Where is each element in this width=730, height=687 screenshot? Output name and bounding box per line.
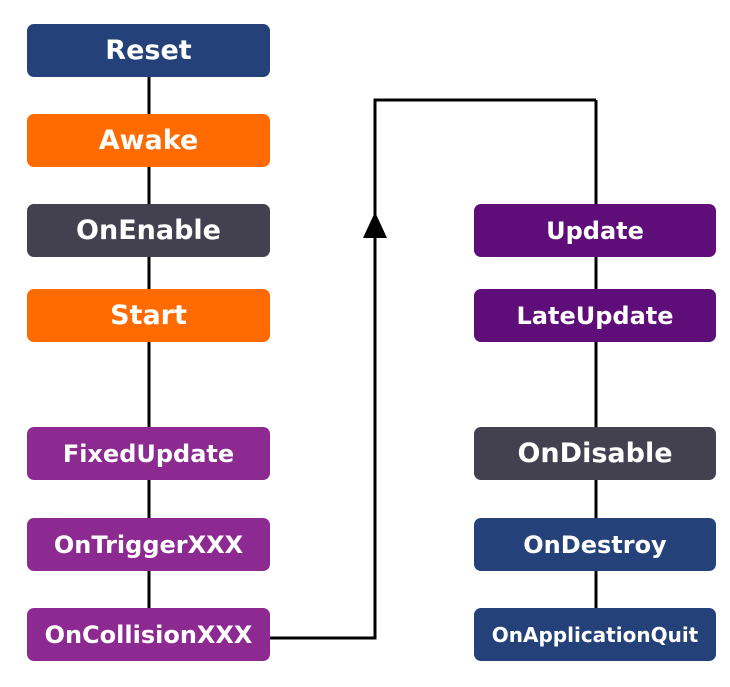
reset-node: Reset [27,24,270,77]
on-enable-node: OnEnable [27,204,270,257]
late-update-label: LateUpdate [516,301,674,330]
late-update-node: LateUpdate [474,289,716,342]
on-destroy-label: OnDestroy [523,530,667,559]
on-application-quit-node: OnApplicationQuit [474,608,716,661]
start-node: Start [27,289,270,342]
on-disable-node: OnDisable [474,427,716,480]
start-label: Start [110,300,187,331]
arrow-up-icon [363,212,387,238]
on-enable-label: OnEnable [76,215,221,246]
awake-node: Awake [27,114,270,167]
on-trigger-node: OnTriggerXXX [27,518,270,571]
on-trigger-label: OnTriggerXXX [53,530,244,559]
on-destroy-node: OnDestroy [474,518,716,571]
loop-connector [270,98,596,640]
on-application-quit-label: OnApplicationQuit [491,622,699,647]
on-collision-node: OnCollisionXXX [27,608,270,661]
update-node: Update [474,204,716,257]
reset-label: Reset [105,35,192,66]
fixed-update-node: FixedUpdate [27,427,270,480]
awake-label: Awake [98,125,199,156]
update-label: Update [546,216,644,245]
fixed-update-label: FixedUpdate [62,439,235,468]
on-disable-label: OnDisable [517,438,673,469]
on-collision-label: OnCollisionXXX [44,620,253,649]
